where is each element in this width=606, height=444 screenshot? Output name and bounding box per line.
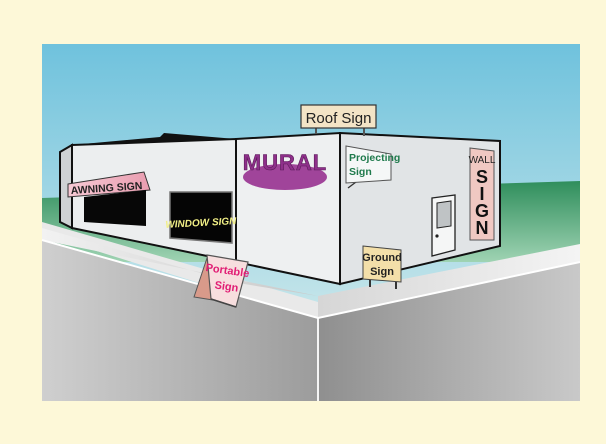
- projecting-sign-text-1: Projecting: [349, 152, 400, 164]
- mural: MURAL: [243, 150, 327, 190]
- ground-sign-text-1: Ground: [362, 252, 402, 264]
- wall-sign-text-5: N: [476, 218, 489, 238]
- wall-sign-text-1: WALL: [469, 155, 496, 166]
- wall-sign: WALL S I G N: [469, 148, 496, 240]
- ground-sign-text-2: Sign: [370, 266, 394, 278]
- projecting-sign-text-2: Sign: [349, 166, 372, 178]
- mural-text: MURAL: [243, 150, 327, 175]
- window-sign: WINDOW SIGN: [165, 192, 237, 243]
- roof-sign-text: Roof Sign: [306, 110, 372, 127]
- door: [432, 195, 455, 256]
